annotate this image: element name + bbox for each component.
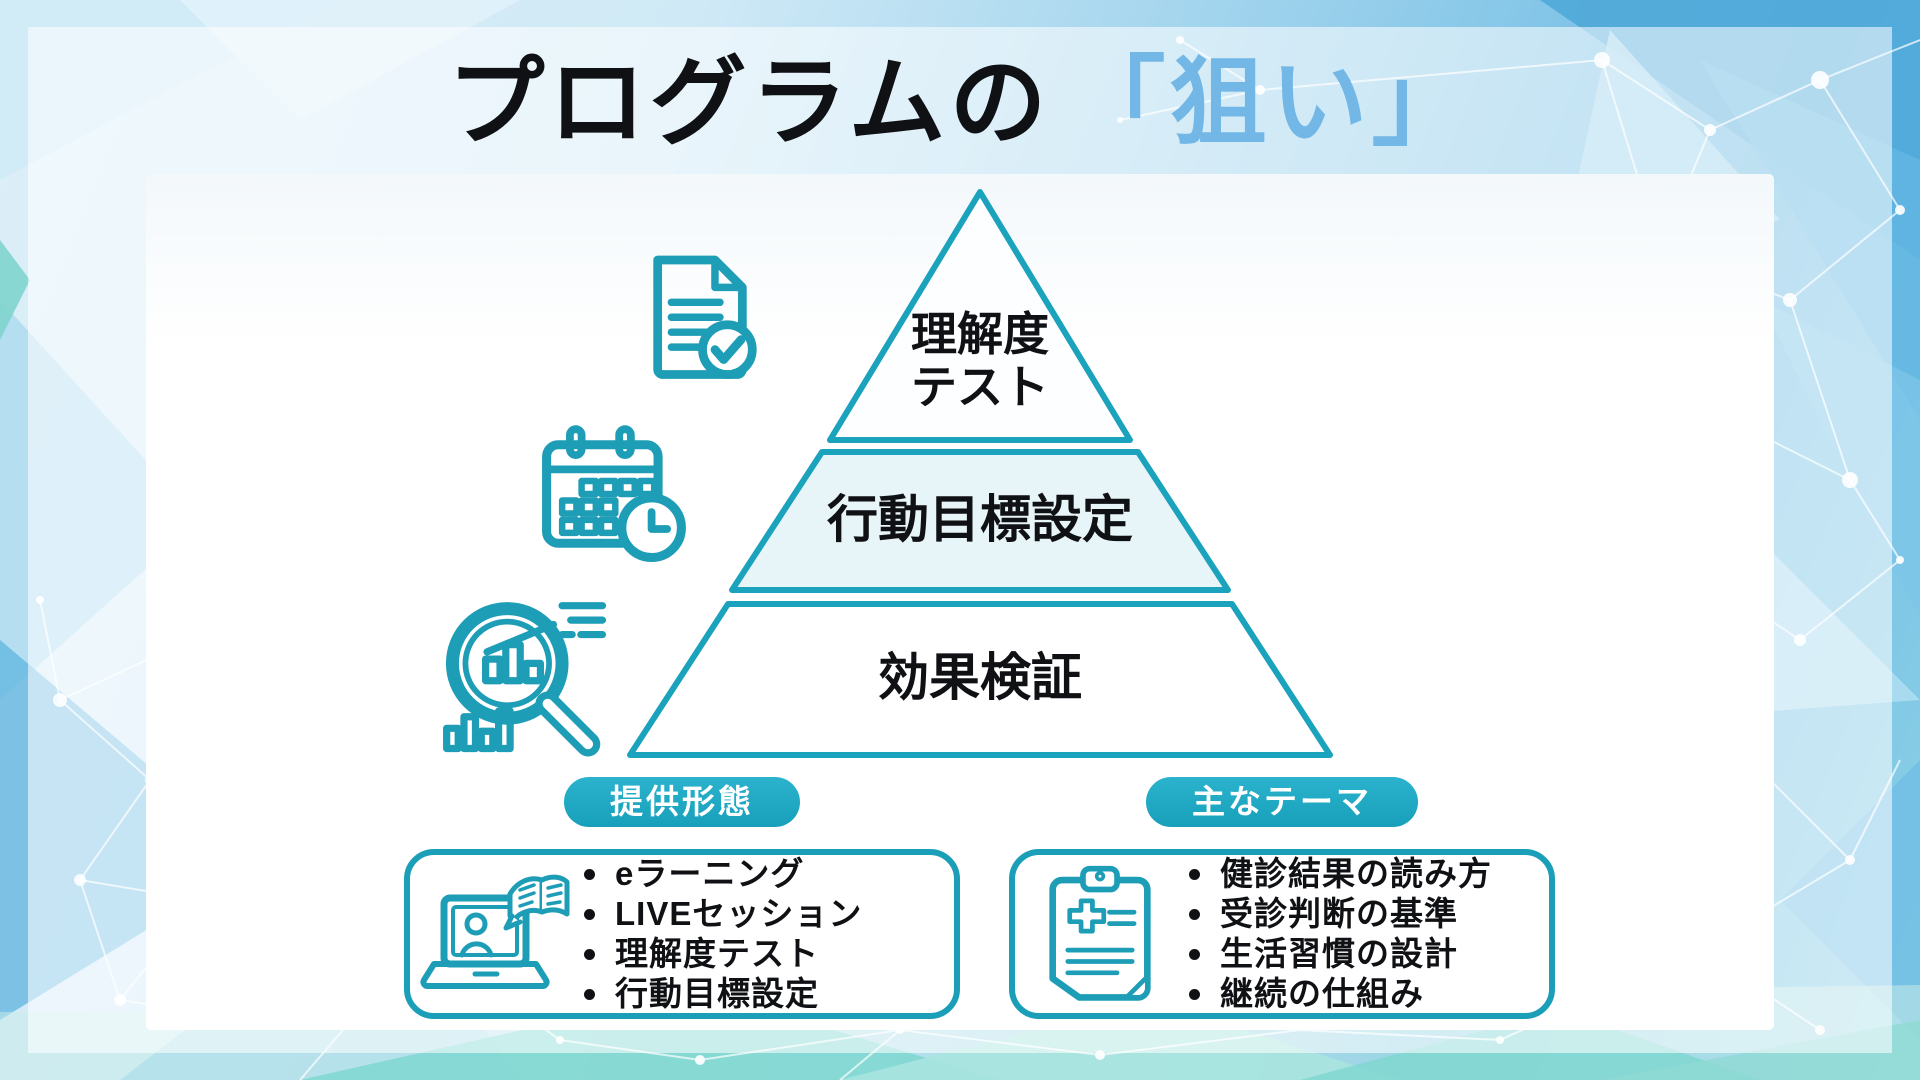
bullet-dot	[584, 868, 595, 880]
main-themes-body: 健診結果の読み方 受診判断の基準 生活習慣の設計 継続の仕組み	[1009, 849, 1555, 1019]
bullet-dot	[1189, 908, 1200, 920]
page-title: プログラムの「狙い」	[0, 38, 1920, 168]
list-item-label: LIVEセッション	[615, 895, 863, 932]
bullet-dot	[584, 948, 595, 960]
delivery-format-box: 提供形態 eラーニング LIVEセッション	[404, 777, 960, 1019]
medical-clipboard-icon	[1015, 863, 1185, 1005]
delivery-format-header: 提供形態	[564, 777, 800, 827]
list-item-label: 行動目標設定	[615, 975, 819, 1012]
list-item-label: eラーニング	[615, 855, 805, 892]
analytics-magnifier-icon	[443, 602, 607, 757]
pyramid-level-2-label: 行動目標設定	[826, 491, 1133, 548]
list-item-label: 健診結果の読み方	[1220, 855, 1492, 892]
pyramid-level-3-label: 効果検証	[877, 649, 1082, 706]
delivery-format-body: eラーニング LIVEセッション 理解度テスト 行動目標設定	[404, 849, 960, 1019]
main-themes-list: 健診結果の読み方 受診判断の基準 生活習慣の設計 継続の仕組み	[1185, 854, 1492, 1014]
list-item-label: 生活習慣の設計	[1220, 935, 1458, 972]
bullet-dot	[1189, 948, 1200, 960]
list-item: 継続の仕組み	[1189, 974, 1492, 1014]
list-item: 受診判断の基準	[1189, 894, 1492, 934]
bullet-dot	[584, 988, 595, 1000]
list-item-label: 継続の仕組み	[1220, 975, 1424, 1012]
delivery-format-list: eラーニング LIVEセッション 理解度テスト 行動目標設定	[580, 854, 862, 1014]
list-item-label: 受診判断の基準	[1220, 895, 1458, 932]
list-item-label: 理解度テスト	[615, 935, 819, 972]
pyramid-level-1-label: 理解度 テスト	[830, 308, 1130, 414]
list-item: eラーニング	[584, 854, 862, 894]
pyramid-diagram	[627, 189, 1333, 758]
main-themes-box: 主なテーマ 健診結果の読み方 受診判断の基準 生活習慣の設計 継続の仕組み	[1009, 777, 1555, 1019]
pyramid-level-1-line-2: テスト	[911, 361, 1049, 413]
title-accent-text: 「狙い」	[1068, 48, 1473, 157]
elearning-laptop-icon	[410, 864, 580, 1004]
list-item: 生活習慣の設計	[1189, 934, 1492, 974]
list-item: 健診結果の読み方	[1189, 854, 1492, 894]
bullet-dot	[1189, 868, 1200, 880]
document-check-icon	[653, 255, 757, 379]
main-themes-header: 主なテーマ	[1146, 777, 1418, 827]
title-text: プログラムの	[447, 48, 1051, 157]
list-item: LIVEセッション	[584, 894, 862, 934]
calendar-clock-icon	[542, 425, 686, 563]
list-item: 理解度テスト	[584, 934, 862, 974]
bullet-dot	[584, 908, 595, 920]
pyramid-level-1-line-1: 理解度	[911, 308, 1049, 360]
bullet-dot	[1189, 988, 1200, 1000]
list-item: 行動目標設定	[584, 974, 862, 1014]
